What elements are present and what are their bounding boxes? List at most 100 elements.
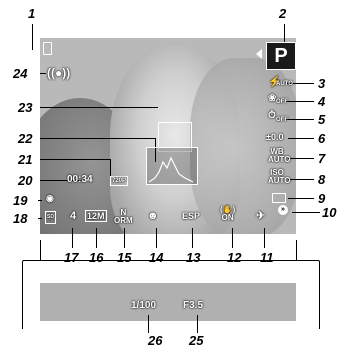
- histogram: [146, 147, 198, 185]
- record-time-value: 00:34: [67, 174, 93, 185]
- leader-16: [96, 228, 97, 248]
- leader-11: [264, 228, 265, 248]
- histogram-graph: [148, 156, 194, 183]
- stabilizer-hand-icon: (✋): [220, 205, 236, 214]
- callout-17: 17: [64, 250, 79, 265]
- callout-16: 16: [89, 250, 104, 265]
- leader-13: [192, 228, 193, 248]
- macro-icon: ❀: [268, 93, 277, 104]
- photo-subject-secondary: [190, 58, 296, 234]
- movie-audio-icon: »: [278, 205, 288, 215]
- movie-record-icon: ◉: [46, 193, 54, 203]
- drive-mode-icon: [272, 193, 286, 203]
- mode-arrow-icon: [256, 49, 262, 59]
- leader-10: [292, 212, 320, 213]
- callout-25: 25: [189, 333, 204, 348]
- leader-4: [286, 101, 314, 102]
- leader-21b: [110, 159, 111, 179]
- image-size-value: 12M: [85, 210, 107, 222]
- leader-25: [197, 315, 198, 333]
- af-target-mark: [158, 122, 192, 152]
- callout-21: 21: [18, 152, 33, 167]
- callout-5: 5: [318, 112, 326, 127]
- leader-22b: [155, 138, 156, 162]
- leader-24: [40, 73, 46, 74]
- callout-12: 12: [227, 250, 242, 265]
- leader-1: [32, 24, 33, 50]
- leader-12: [232, 228, 233, 248]
- flash-mode-value: AUTO: [276, 81, 293, 87]
- leader-3: [286, 83, 314, 84]
- callout-8: 8: [318, 172, 326, 187]
- leader-5: [286, 119, 314, 120]
- leader-14: [156, 228, 157, 248]
- battery-icon: [43, 42, 52, 55]
- inset-bracket: [22, 260, 320, 329]
- callout-9: 9: [318, 191, 326, 206]
- leader-15: [124, 228, 125, 248]
- stabilizer-indicator: (✋) ON: [220, 206, 235, 222]
- memory-card-icon: SD: [45, 211, 56, 224]
- self-timer-icon: ⏱: [268, 110, 276, 121]
- compression-top: N: [120, 208, 127, 217]
- shutter-speed-value: 1/100: [131, 300, 157, 311]
- callout-1: 1: [28, 6, 36, 21]
- wb-value: AUTO: [268, 155, 291, 164]
- shooting-mode-indicator: P: [266, 42, 296, 70]
- iso-label: ISO: [270, 168, 284, 177]
- callout-24: 24: [13, 66, 28, 81]
- metering-value: ESP: [182, 211, 201, 221]
- callout-13: 13: [186, 250, 201, 265]
- callout-22: 22: [18, 131, 33, 146]
- leader-22: [40, 138, 155, 139]
- callout-3: 3: [318, 76, 326, 91]
- leader-17: [72, 228, 73, 248]
- callout-2: 2: [279, 6, 287, 21]
- leader-20: [40, 180, 85, 181]
- compression-indicator: N ORM: [114, 209, 133, 225]
- stabilizer-value: ON: [221, 213, 234, 222]
- leader-8: [288, 179, 314, 180]
- leader-23: [40, 107, 158, 108]
- compression-bottom: ORM: [114, 216, 133, 225]
- callout-7: 7: [318, 151, 326, 166]
- leader-18: [38, 218, 42, 219]
- self-timer-value: OFF: [276, 117, 288, 123]
- face-detect-icon: ☻: [147, 210, 159, 222]
- exposure-strip: [40, 283, 296, 321]
- inset-connector-left: [40, 240, 41, 260]
- macro-value: OFF: [276, 99, 288, 105]
- leader-19: [38, 200, 42, 201]
- exposure-comp-value: ±0.0: [266, 132, 284, 142]
- iso-indicator: ISO AUTO: [268, 168, 291, 185]
- callout-23: 23: [18, 100, 33, 115]
- callout-26: 26: [148, 333, 163, 348]
- movie-size-value: 720P: [110, 176, 129, 186]
- iso-value: AUTO: [268, 176, 291, 185]
- callout-15: 15: [117, 250, 132, 265]
- flash-icon: ⚡: [268, 76, 282, 88]
- callout-10: 10: [322, 205, 337, 220]
- callout-14: 14: [149, 250, 164, 265]
- leader-7: [288, 158, 314, 159]
- callout-6: 6: [318, 131, 326, 146]
- callout-18: 18: [13, 211, 28, 226]
- callout-20: 20: [18, 173, 33, 188]
- callout-19: 19: [13, 193, 28, 208]
- leader-2: [284, 24, 285, 42]
- leader-6: [288, 138, 314, 139]
- world-time-icon: ✈: [256, 210, 266, 222]
- callout-11: 11: [260, 250, 274, 265]
- camera-shake-icon: ((●)): [47, 66, 71, 80]
- inset-connector-right: [296, 240, 297, 260]
- callout-4: 4: [318, 94, 326, 109]
- white-balance-indicator: WB AUTO: [268, 147, 291, 164]
- monitor-screen: [40, 38, 296, 234]
- aperture-value: F3.5: [183, 300, 204, 311]
- wb-label: WB: [270, 147, 284, 156]
- leader-21: [40, 159, 110, 160]
- leader-26: [148, 315, 149, 333]
- leader-9: [288, 198, 314, 199]
- storage-count-value: 4: [70, 210, 77, 222]
